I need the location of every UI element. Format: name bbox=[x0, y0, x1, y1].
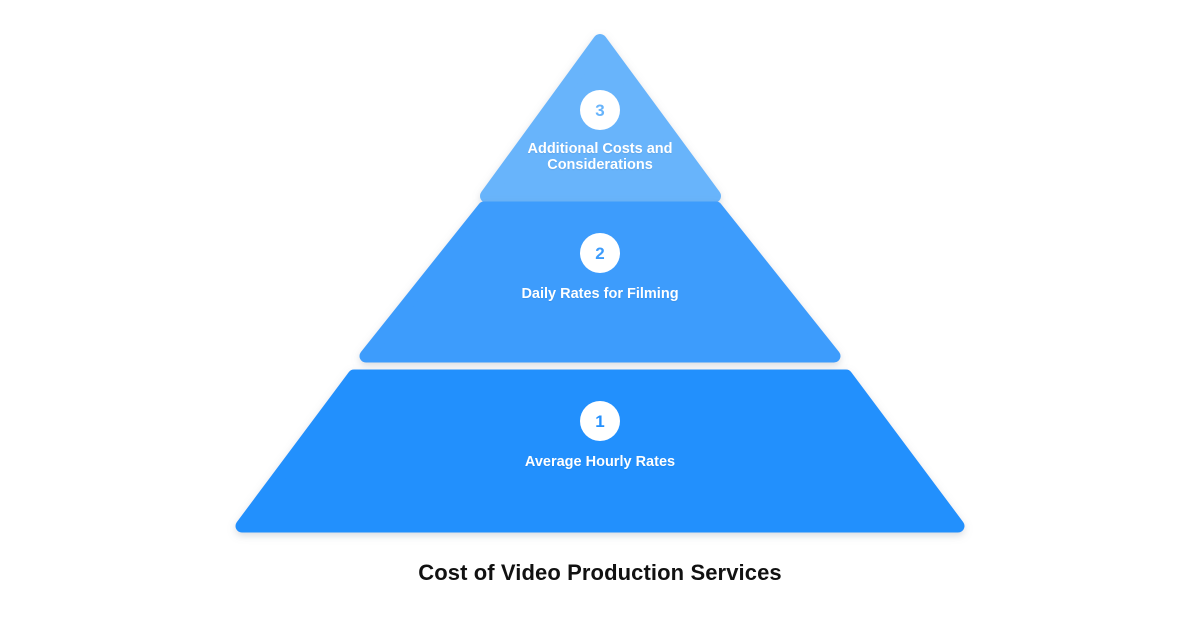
pyramid-level-2-shape[interactable] bbox=[359, 201, 841, 363]
chart-title: Cost of Video Production Services bbox=[418, 560, 782, 585]
pyramid-level-1-shape[interactable] bbox=[235, 369, 965, 533]
pyramid-diagram: 3 Additional Costs and Considerations 2 … bbox=[235, 34, 965, 533]
pyramid-level-3-shape[interactable] bbox=[480, 34, 721, 203]
pyramid-shapes bbox=[235, 34, 965, 533]
